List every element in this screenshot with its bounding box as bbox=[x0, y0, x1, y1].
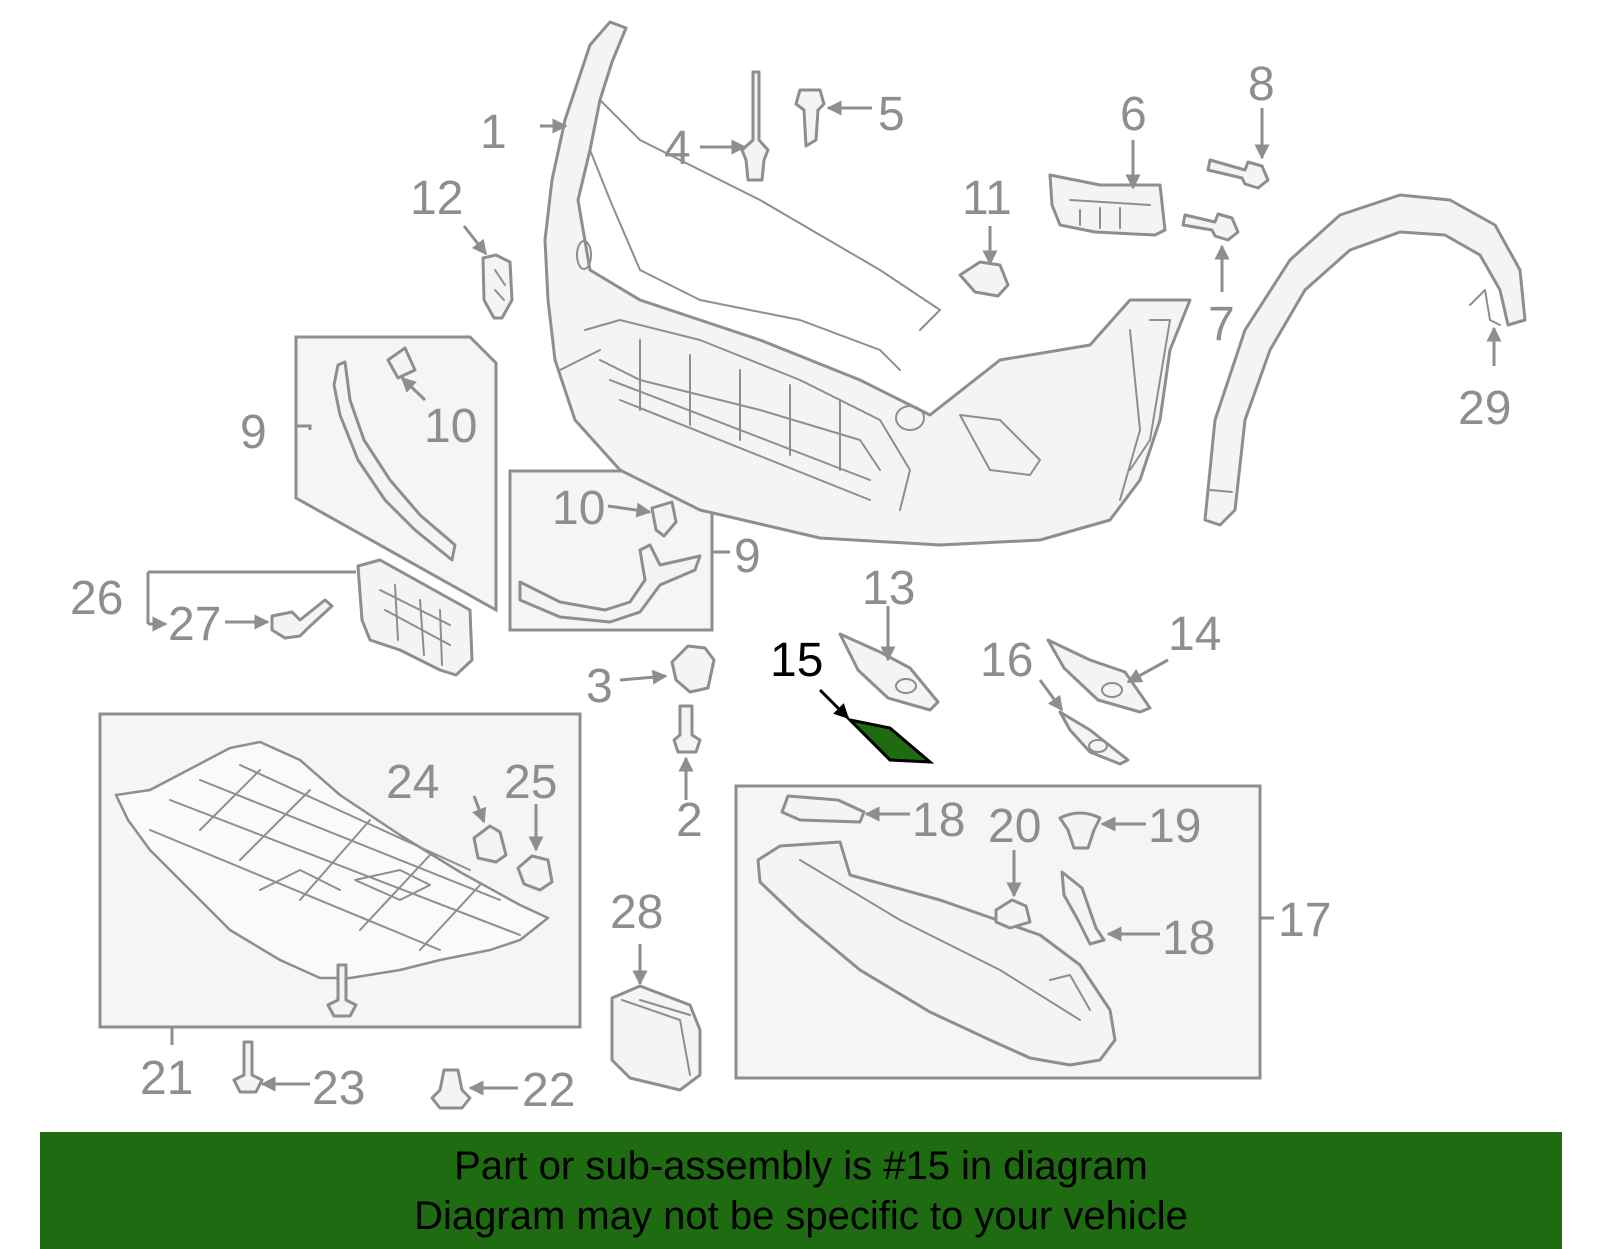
retainer-clip-part bbox=[386, 346, 417, 380]
speed-nut-part bbox=[958, 260, 1010, 298]
callout-9-left: 9 bbox=[240, 406, 267, 459]
grille-insert-16-part bbox=[1058, 710, 1130, 766]
nut-20-part bbox=[994, 898, 1032, 930]
leader-lines bbox=[146, 100, 1502, 1096]
bracket-18-upper-part bbox=[780, 794, 866, 824]
part-info-banner: Part or sub-assembly is #15 in diagram D… bbox=[40, 1132, 1562, 1249]
clip-22-part bbox=[430, 1068, 472, 1110]
callout-2: 2 bbox=[676, 794, 703, 847]
clip-24-part bbox=[472, 824, 508, 864]
exploded-parts-diagram: 1 2 3 4 5 6 7 8 9 9 10 10 11 12 13 14 15… bbox=[70, 20, 1527, 1117]
callout-8: 8 bbox=[1248, 58, 1275, 111]
callout-27: 27 bbox=[168, 598, 221, 651]
bolt-part bbox=[672, 704, 702, 754]
engine-under-cover-part bbox=[114, 740, 550, 980]
callout-24: 24 bbox=[386, 756, 439, 809]
bolt-part bbox=[270, 598, 334, 640]
push-clip-19-part bbox=[1058, 811, 1102, 850]
callout-23: 23 bbox=[312, 1062, 365, 1115]
callout-17: 17 bbox=[1278, 894, 1331, 947]
energy-absorber-part bbox=[756, 840, 1117, 1067]
callout-10-right: 10 bbox=[552, 482, 605, 535]
sensor-module-part bbox=[610, 984, 702, 1092]
callout-19: 19 bbox=[1148, 800, 1201, 853]
side-bracket-part bbox=[481, 253, 514, 320]
callout-4: 4 bbox=[664, 122, 691, 175]
grille-trim-left-part bbox=[332, 360, 457, 562]
callout-22: 22 bbox=[522, 1064, 575, 1117]
nut-part bbox=[670, 644, 716, 694]
banner-line-1: Part or sub-assembly is #15 in diagram bbox=[454, 1143, 1148, 1188]
highlighted-part-15 bbox=[845, 717, 935, 764]
callout-3: 3 bbox=[586, 660, 613, 713]
wheel-arch-molding-part bbox=[1203, 193, 1527, 527]
callout-5: 5 bbox=[878, 88, 905, 141]
callout-6: 6 bbox=[1120, 88, 1147, 141]
callout-18-lower: 18 bbox=[1162, 912, 1215, 965]
callout-12: 12 bbox=[410, 172, 463, 225]
callout-13: 13 bbox=[862, 562, 915, 615]
clip-25-part bbox=[516, 854, 554, 892]
banner-line-2: Diagram may not be specific to your vehi… bbox=[414, 1193, 1188, 1238]
screw-part bbox=[326, 963, 358, 1018]
callout-18-upper: 18 bbox=[912, 794, 965, 847]
callout-15-highlighted: 15 bbox=[770, 634, 823, 687]
callout-21: 21 bbox=[140, 1052, 193, 1105]
callout-9-right: 9 bbox=[734, 530, 761, 583]
grille-trim-right-part bbox=[518, 543, 702, 624]
callout-29: 29 bbox=[1458, 382, 1511, 435]
license-plate-bracket-part bbox=[356, 558, 474, 677]
callout-28: 28 bbox=[610, 886, 663, 939]
clip-part bbox=[794, 88, 826, 148]
push-pin-part bbox=[740, 70, 770, 182]
bumper-cover-part bbox=[543, 20, 1192, 547]
callout-26: 26 bbox=[70, 572, 123, 625]
callout-14: 14 bbox=[1168, 608, 1221, 661]
callout-25: 25 bbox=[504, 756, 557, 809]
callout-labels: 1 2 3 4 5 6 7 8 9 9 10 10 11 12 13 14 15… bbox=[70, 58, 1511, 1117]
callout-7: 7 bbox=[1208, 298, 1235, 351]
grille-insert-14-part bbox=[1046, 638, 1152, 714]
retainer-clip-part bbox=[650, 500, 678, 538]
bracket-part bbox=[1048, 173, 1167, 237]
screw-23-part bbox=[232, 1040, 264, 1094]
bracket-18-lower-part bbox=[1060, 870, 1106, 946]
callout-1: 1 bbox=[480, 106, 507, 159]
callout-20: 20 bbox=[988, 800, 1041, 853]
bolt-part bbox=[1181, 212, 1240, 242]
callout-11: 11 bbox=[962, 172, 1012, 225]
callout-16: 16 bbox=[980, 634, 1033, 687]
callout-10-left: 10 bbox=[424, 400, 477, 453]
bolt-part bbox=[1206, 158, 1270, 190]
